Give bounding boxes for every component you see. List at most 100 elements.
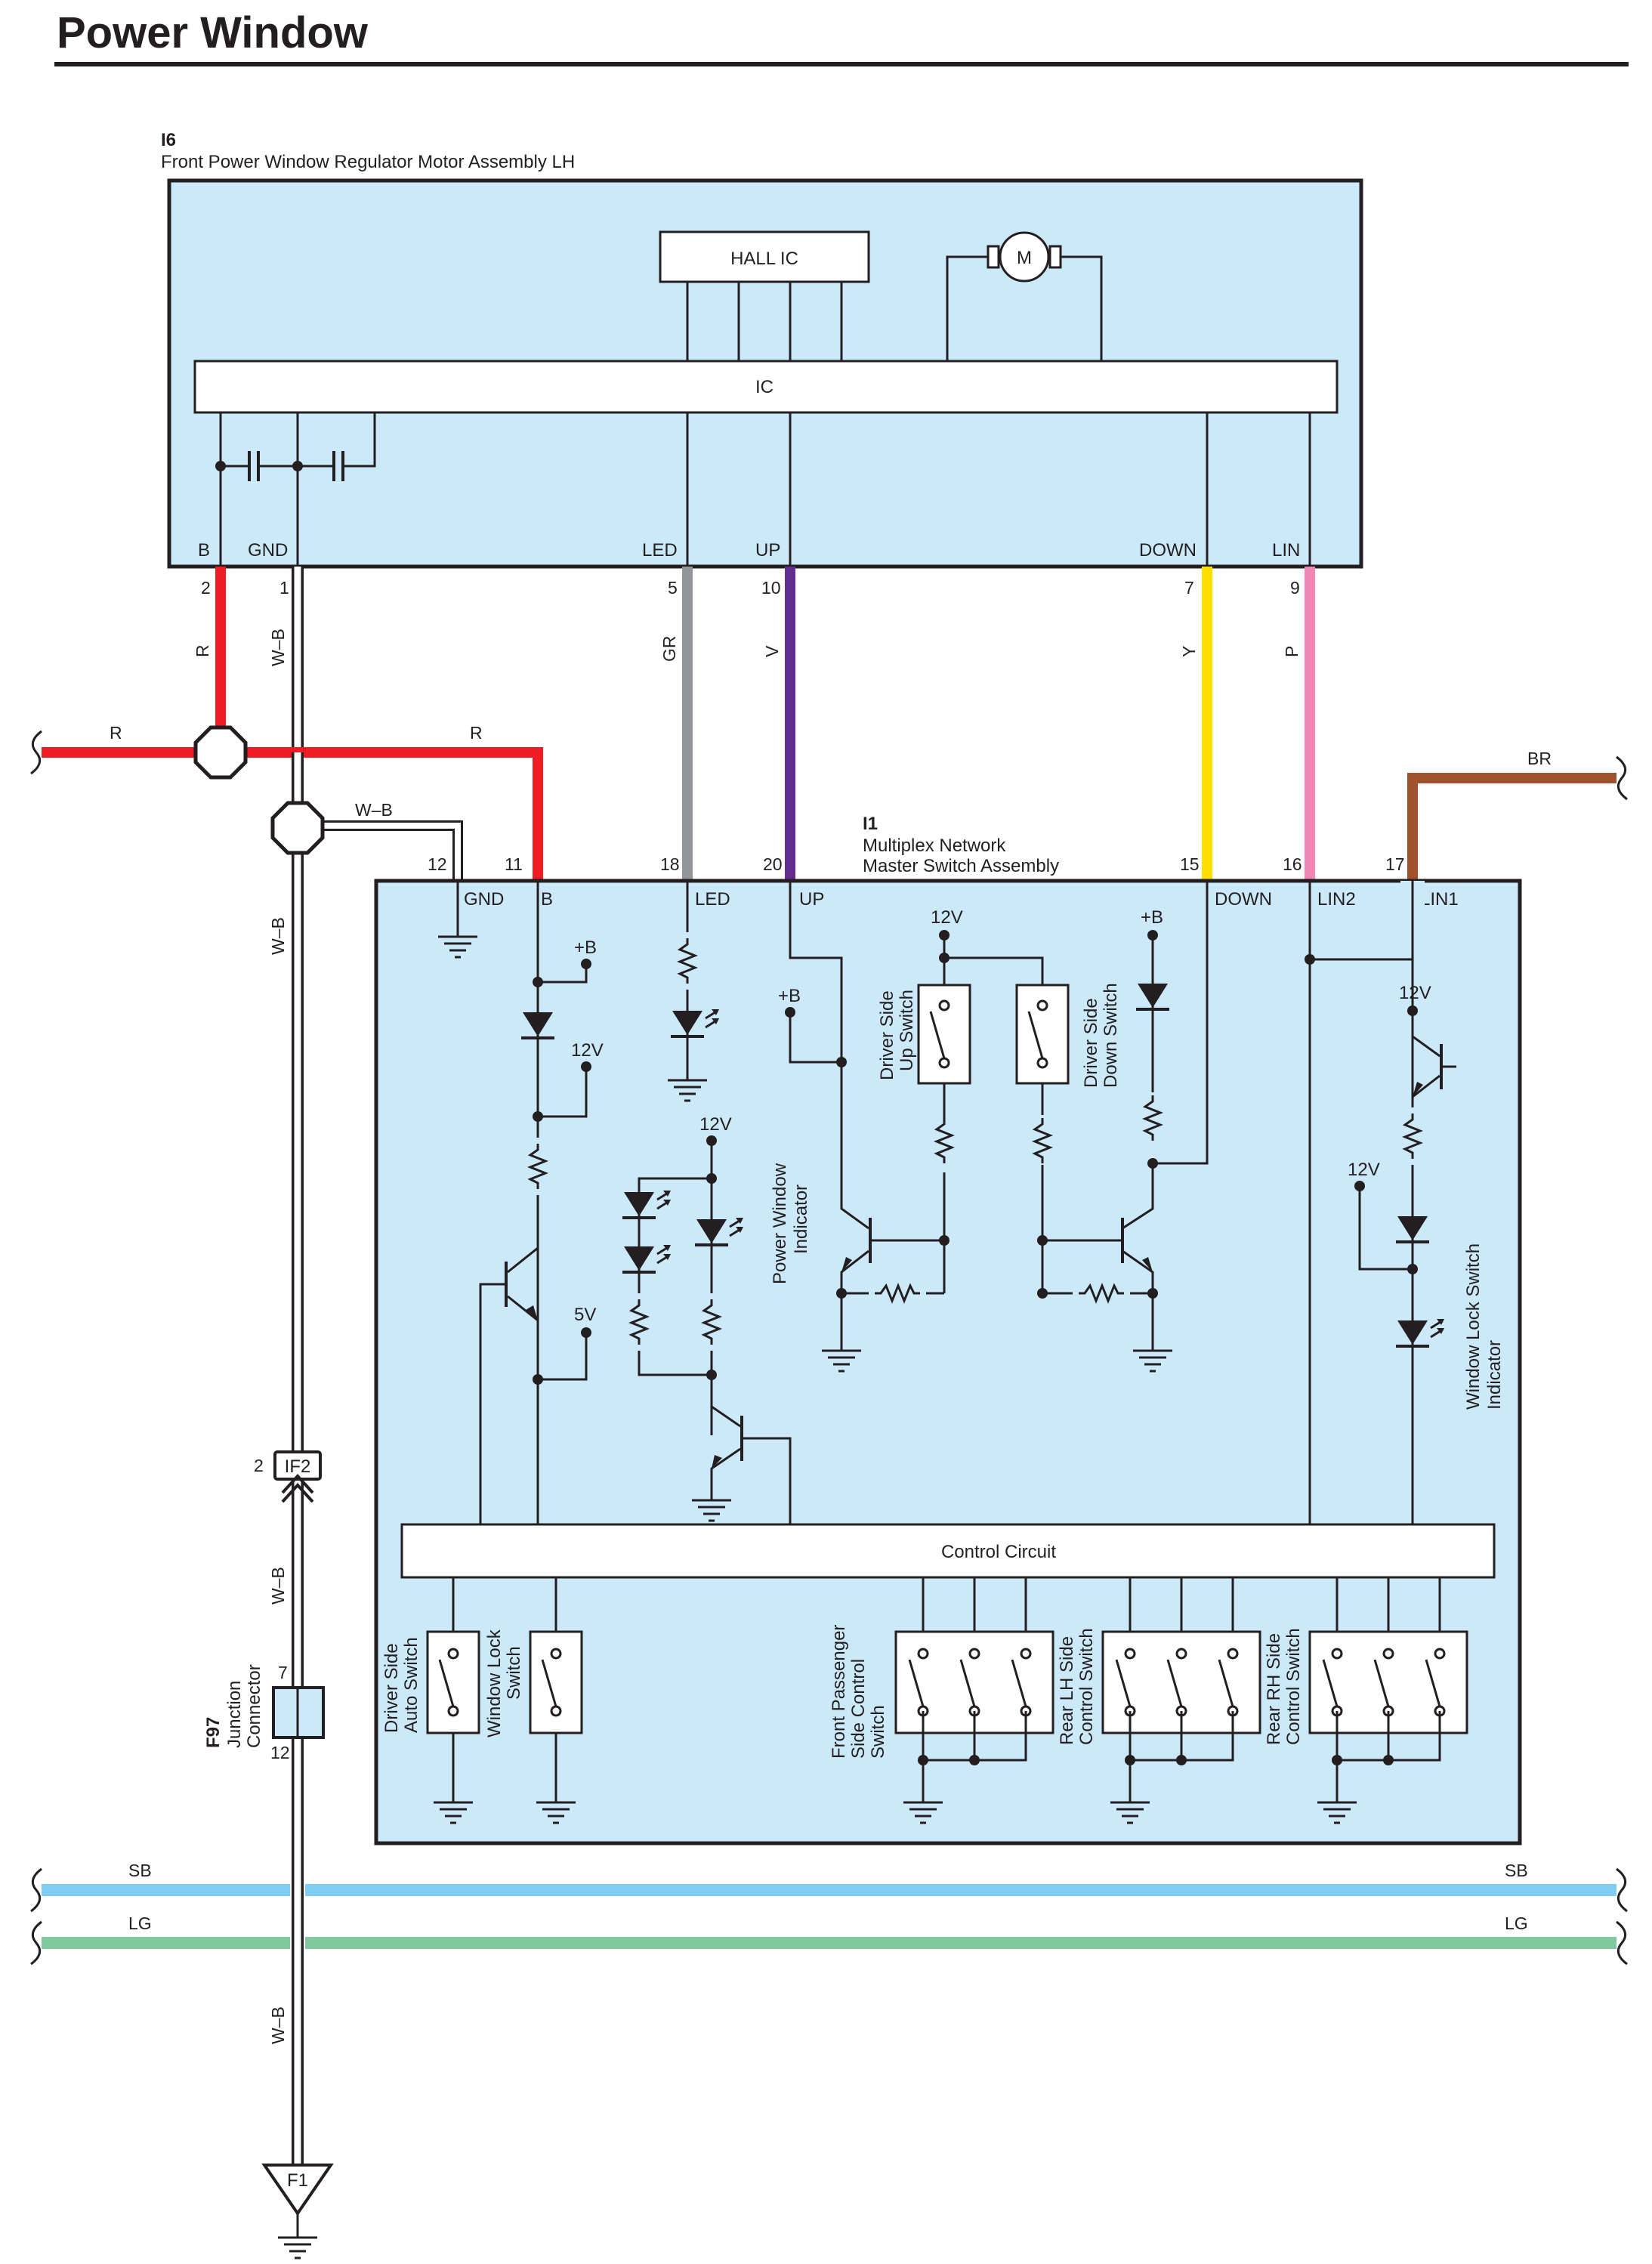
- splice-wb: [270, 801, 325, 855]
- supply-12v-2: 12V: [699, 1114, 732, 1135]
- wire-label-r-left: R: [110, 723, 122, 743]
- driver-auto-switch[interactable]: [426, 1577, 480, 1824]
- ic-block: [193, 360, 1339, 414]
- supply-plus-b-3: +B: [1141, 907, 1163, 928]
- supply-12v-5: 12V: [1348, 1160, 1380, 1180]
- f97-name-line1: Junction: [224, 1681, 245, 1748]
- i6-pin-9: 9: [1290, 578, 1300, 598]
- i1-term-b: B: [541, 889, 553, 910]
- i1-pin-16: 16: [1283, 854, 1302, 874]
- i6-code: I6: [161, 130, 176, 150]
- wire-label-wb-branch: W–B: [355, 800, 393, 820]
- i6-internal-leads: [215, 412, 1311, 567]
- wire-label-lg-left: LG: [128, 1913, 152, 1933]
- i1-term-up: UP: [799, 889, 824, 910]
- power-window-indicator-label-2: Indicator: [791, 1185, 811, 1254]
- wire-label-br: BR: [1527, 749, 1552, 768]
- window-lock-indicator-label-2: Indicator: [1484, 1340, 1505, 1410]
- window-lock-label-1: Window Lock: [484, 1629, 505, 1737]
- i6-pin-7: 7: [1184, 578, 1194, 598]
- front-passenger-label-1: Front Passenger: [829, 1625, 849, 1759]
- i6-pin-5: 5: [668, 578, 678, 598]
- front-passenger-switch-group[interactable]: [894, 1577, 1055, 1824]
- power-window-indicator-label-1: Power Window: [770, 1163, 790, 1284]
- front-passenger-label-2: Side Control: [848, 1659, 869, 1759]
- wire-lg: [30, 1920, 1628, 1966]
- i6-term-led: LED: [642, 540, 678, 561]
- f97-code: F97: [203, 1717, 224, 1748]
- motor-label: M: [1017, 248, 1032, 268]
- wire-label-wb-2: W–B: [268, 917, 288, 955]
- wire-label-v: V: [762, 645, 782, 657]
- if2-label: IF2: [285, 1456, 311, 1477]
- front-passenger-label-3: Switch: [868, 1705, 888, 1759]
- hall-ic-label: HALL IC: [730, 249, 798, 269]
- i6-name: Front Power Window Regulator Motor Assem…: [161, 152, 575, 172]
- power-window-indicator-circuit: [621, 1135, 792, 1524]
- i6-term-up: UP: [755, 540, 780, 561]
- i1-name-line2: Master Switch Assembly: [863, 856, 1059, 876]
- driver-down-label-1: Driver Side: [1081, 998, 1101, 1088]
- window-lock-indicator-label-1: Window Lock Switch: [1463, 1243, 1484, 1410]
- i1-pin-18: 18: [660, 854, 680, 874]
- i1-term-lin1: LIN1: [1420, 889, 1459, 910]
- i6-term-down: DOWN: [1139, 540, 1197, 561]
- rear-rh-label-2: Control Switch: [1283, 1628, 1304, 1745]
- hall-ic-leads: [686, 282, 843, 361]
- up-pin-circuit: [785, 881, 1044, 1373]
- rear-rh-switch-group[interactable]: [1308, 1577, 1468, 1824]
- i1-term-down: DOWN: [1215, 889, 1272, 910]
- wire-label-lg-right: LG: [1505, 1913, 1528, 1933]
- wire-wb-branch: [299, 820, 463, 881]
- f97-name-line2: Connector: [244, 1664, 264, 1748]
- rear-rh-label-1: Rear RH Side: [1264, 1633, 1284, 1745]
- wire-label-sb-left: SB: [128, 1861, 152, 1880]
- window-lock-label-2: Switch: [504, 1646, 524, 1700]
- window-lock-switch[interactable]: [529, 1577, 583, 1824]
- wire-label-r-vertical: R: [193, 644, 212, 657]
- wire-label-sb-right: SB: [1505, 1861, 1528, 1880]
- supply-12v-3: 12V: [931, 907, 963, 928]
- rear-lh-switch-group[interactable]: [1101, 1577, 1261, 1824]
- splice-r: [193, 725, 248, 780]
- i1-name-line1: Multiplex Network: [863, 835, 1006, 856]
- if2-connector: [273, 1450, 322, 1503]
- supply-12v-4: 12V: [1399, 983, 1431, 1003]
- driver-auto-label-2: Auto Switch: [401, 1637, 421, 1733]
- control-circuit-label: Control Circuit: [941, 1542, 1056, 1562]
- i1-pin-11: 11: [505, 854, 523, 874]
- wire-label-p: P: [1282, 646, 1302, 657]
- i1-pin-15: 15: [1180, 854, 1200, 874]
- rear-lh-label-2: Control Switch: [1076, 1628, 1097, 1745]
- wire-label-gr: GR: [659, 636, 679, 663]
- i1-pin-20: 20: [763, 854, 783, 874]
- supply-plus-b-1: +B: [574, 937, 597, 958]
- rear-lh-label-1: Rear LH Side: [1057, 1636, 1077, 1745]
- wire-br: [1407, 755, 1628, 881]
- wire-label-r-right: R: [470, 723, 483, 743]
- gnd-pin-ground: [437, 881, 479, 959]
- i1-pin-17: 17: [1385, 854, 1405, 874]
- f97-pin-12: 12: [270, 1743, 290, 1762]
- b-pin-circuit: [479, 881, 591, 1524]
- driver-up-label-2: Up Switch: [897, 990, 917, 1071]
- i6-pin-2: 2: [201, 578, 211, 598]
- wire-label-y: Y: [1179, 646, 1199, 657]
- i1-code: I1: [863, 814, 878, 834]
- control-circuit-block: [400, 1523, 1496, 1579]
- i1-term-gnd: GND: [464, 889, 504, 910]
- page-title: Power Window: [57, 8, 369, 57]
- f1-ground-point: [261, 2164, 334, 2259]
- wire-sb: [30, 1867, 1628, 1913]
- motor-symbol: [946, 231, 1103, 361]
- wire-label-wb-3: W–B: [268, 1567, 288, 1605]
- led-pin-circuit: [666, 881, 721, 1102]
- supply-5v: 5V: [574, 1305, 596, 1325]
- f1-label: F1: [287, 2170, 308, 2191]
- driver-down-label-2: Down Switch: [1101, 983, 1121, 1088]
- i6-term-lin: LIN: [1272, 540, 1300, 561]
- if2-pin: 2: [254, 1456, 264, 1475]
- wire-label-wb-1: W–B: [268, 629, 288, 666]
- i6-pin-10: 10: [761, 578, 781, 598]
- driver-auto-label-1: Driver Side: [381, 1643, 402, 1733]
